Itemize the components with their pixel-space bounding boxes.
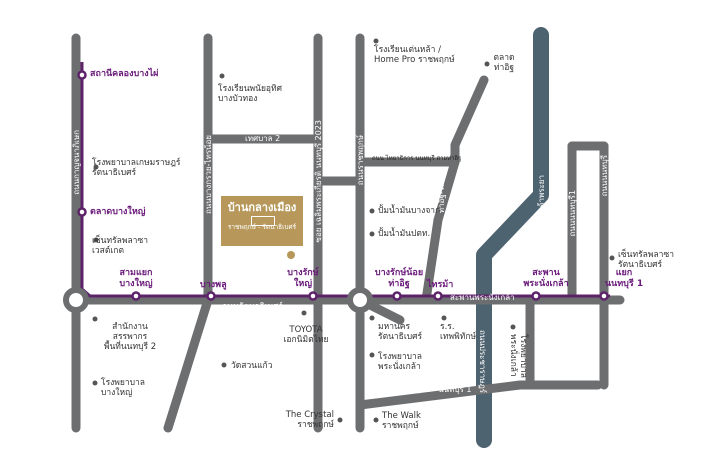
place-label-revenue-office: สำนักงาน สรรพากร พื้นที่นนทบุรี 2 [103,322,157,352]
place-label-toyota: TOYOTA เอกนิมิตไทย [283,325,329,345]
place-label-bangyai-hospital: โรงพยาบาล บางใหญ่ [101,378,146,398]
chao-phraya-river [476,27,549,448]
ratchaphruek-junction [347,287,373,313]
project-logo-icon [251,216,275,226]
station-label-bang-rak-noi: บางรักษ์น้อย ท่าอิฐ [374,268,424,289]
point-bangbuathong-school [219,73,225,79]
station-label-phra-nang-klao: สะพาน พระนั่งเกล้า [523,268,569,289]
point-bangyai-hospital [92,380,98,386]
point-ptt-bangchak [369,208,375,214]
road-label-kanchanaphisek: ถนนกาญจนาภิเษก [72,130,81,195]
place-label-talad-tha-it: ตลาด ท่าอิฐ [493,53,515,73]
station-bang-rak-yai [308,291,318,301]
station-phra-nang-klao [531,291,541,301]
point-mahanakorn [369,315,375,321]
road-label-tedsaban2: เทศบาล 2 [245,134,281,143]
station-bang-rak-noi [392,291,402,301]
station-label-nonthaburi1: แยก นนทบุรี 1 [604,268,644,289]
project-subtitle: ราชพฤกษ์ - รัตนาธิเบศร์ [227,223,297,231]
place-label-wat-suan-kaew: วัดสวนแก้ว [231,361,273,371]
place-label-pranangklao-hospital: โรงพยาบาล พระนั่งเกล้า [378,352,423,372]
road-label-phra-nang-klao-bridge: สะพานพระนั่งเกล้า [450,293,515,302]
station-label-sai-ma: ไทรม้า [427,280,454,290]
point-revenue-office [92,316,98,322]
place-label-kasemrad: โรงพยาบาลเกษมราษฎร์ รัตนาธิเบศร์ [92,158,181,178]
place-label-homepro-school: โรงเรียนเต่นหล้า / Home Pro ราชพฤกษ์ [374,45,455,65]
place-label-ptt-bangchak: ปั้มน้ำมันบางจาก [378,206,441,216]
point-pranangklao-hospital [369,352,375,358]
project-marker [287,251,295,259]
road-label-nonthaburi: ถนนนนทบุรี [600,155,609,197]
point-nonthaburi-hospital [510,324,516,330]
station-bang-phlu [206,291,216,301]
station-nonthaburi1 [599,291,609,301]
place-label-crystal: The Crystal ราชพฤกษ์ [285,410,334,430]
place-label-the-walk: The Walk ราชพฤกษ์ [382,411,421,431]
road-label-nonthaburi-1a: ถนนนนทบุรี1 [568,190,577,237]
point-central-rattanathibet [609,255,615,261]
station-sam-yaek-bang-yai [131,291,141,301]
place-label-central-rattanathibet: เซ็นทรัลพลาซา รัตนาธิเบศร์ [618,250,674,270]
bangkruay-sainoi-road [163,33,213,433]
point-thepphithak [441,315,447,321]
point-the-walk [373,417,379,423]
road-label-rattanathibet: ถนนรัตนาธิเบศร์ [222,302,283,312]
station-khlong-bang-phai [77,70,87,80]
place-label-ptt-station: ปั้มน้ำมันปตท. [378,229,431,239]
station-label-khlong-bang-phai: สถานีคลองบางไผ่ [90,69,159,79]
point-homepro-school [373,38,379,44]
place-label-thepphithak: ร.ร. เทพพิทักษ์ [440,322,477,342]
station-label-bang-rak-yai: บางรักษ์ ใหญ่ [287,268,319,289]
station-label-bang-phlu: บางพลู [200,280,227,290]
place-label-westgate: เซ็นทรัลพลาซา เวสต์เกต [92,236,148,256]
point-westgate [93,237,99,243]
place-label-nonthaburi-hospital: โรงพยาบาล พระนั่งเกล้า [508,334,528,379]
station-label-sam-yaek-bang-yai: สามแยก บางใหญ่ [119,268,153,289]
tha-it-road [355,75,489,167]
point-wat-suan-kaew [221,362,227,368]
point-crystal [337,417,343,423]
road-label-ratchaphruek-nonthaburi1: ถนนราชพฤกษ์ - นนทบุรี 1 [380,385,472,394]
point-ptt-station [369,231,375,237]
road-label-tha-it-small: ถนน ไทยาธิการ นนทบุรี สายท่าอิฐ [372,155,462,162]
road-label-bangkruay-sainoi: ถนนบางกรวย-ไทรน้อย [204,135,213,215]
road-label-ratchaphruek: ถนนราชพฤกษ์ [356,135,365,186]
project-label-box: บ้านกลางเมือง ราชพฤกษ์ - รัตนาธิเบศร์ [221,196,303,246]
project-title: บ้านกลางเมือง [227,201,297,214]
point-kasemrad [93,164,99,170]
tiwanon-road [421,157,460,305]
point-talad-tha-it [484,61,490,67]
nonthaburi1-road [355,380,603,410]
kanchanaphisek-junction [63,287,89,313]
place-label-bangbuathong-school: โรงเรียนพนัยอุทิศ บางบัวทอง [218,84,283,104]
station-sai-ma [433,291,443,301]
road-label-chao-phraya: แม่น้ำเจ้าพระยา [537,175,546,231]
station-talad-bang-yai [77,207,87,217]
station-label-talad-bang-yai: ตลาดบางใหญ่ [90,207,146,217]
point-toyota [301,310,307,316]
place-label-mahanakorn: มหานคร รัตนาธิเบศร์ [378,322,423,342]
road-label-pracharat: ถนนประชาราษฎร์ [478,330,487,394]
road-label-soi-chalermprakiat: ซอย เฉลิมพระเกียรติ นนทบุรี 2023 [314,120,323,243]
